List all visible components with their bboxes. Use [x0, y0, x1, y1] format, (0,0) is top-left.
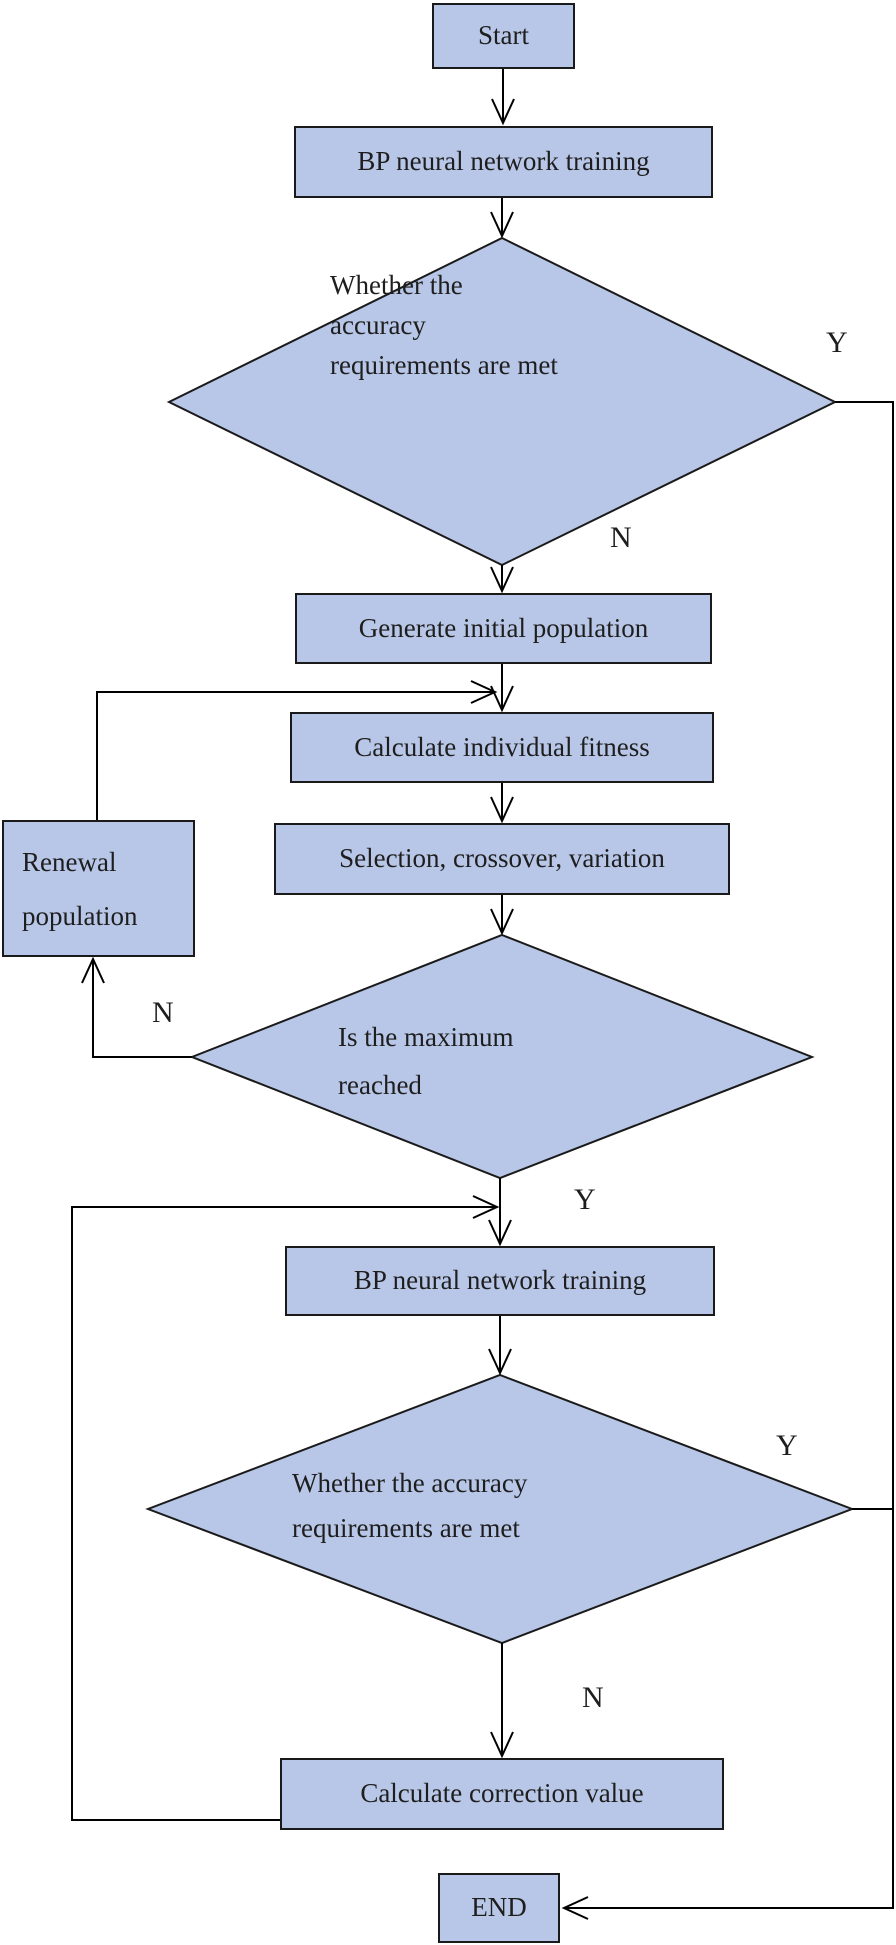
edge-label-accuracy1-yes: Y	[826, 326, 848, 359]
arrowhead-right	[470, 680, 498, 704]
edge-label-accuracy2-yes: Y	[776, 1429, 798, 1462]
node-bp-training-2: BP neural network training	[285, 1246, 715, 1316]
edge-label-accuracy1-no: N	[610, 521, 632, 554]
edge-label-maximum-yes: Y	[574, 1183, 596, 1216]
accuracy-check-1-line-3: requirements are met	[330, 350, 558, 380]
node-calculate-correction: Calculate correction value	[280, 1758, 724, 1830]
accuracy-check-2-line-1: Whether the accuracy	[292, 1468, 528, 1498]
arrowhead-left	[561, 1896, 589, 1920]
arrowhead-down	[490, 908, 514, 936]
decision-accuracy-check-2-label: Whether the accuracy requirements are me…	[292, 1461, 527, 1551]
edge-correction-loop	[71, 1206, 497, 1821]
arrowhead-down	[490, 211, 514, 239]
arrowhead-down	[488, 1348, 512, 1376]
renewal-population-line-2: population	[22, 900, 138, 931]
renewal-population-line-1: Renewal	[22, 846, 117, 877]
edge-label-accuracy2-no: N	[582, 1681, 604, 1714]
node-renewal-population: Renewal population	[2, 820, 195, 957]
node-generate-population: Generate initial population	[295, 593, 712, 664]
accuracy-check-1-line-1: Whether the	[330, 270, 463, 300]
edge-label-maximum-no: N	[152, 996, 174, 1029]
arrowhead-down	[488, 1219, 512, 1247]
node-end: END	[438, 1873, 560, 1943]
edge-renewal-loop	[96, 691, 495, 820]
arrowhead-down	[490, 566, 514, 594]
node-calculate-fitness: Calculate individual fitness	[290, 712, 714, 783]
maximum-check-line-2: reached	[338, 1070, 422, 1100]
decision-maximum-check-label: Is the maximum reached	[338, 1013, 513, 1109]
edge-check2-no-to-renewal	[92, 959, 192, 1058]
arrowhead-down	[491, 98, 515, 126]
maximum-check-line-1: Is the maximum	[338, 1022, 514, 1052]
accuracy-check-1-line-2: accuracy	[330, 310, 426, 340]
arrowhead-right	[472, 1195, 500, 1219]
accuracy-check-2-line-2: requirements are met	[292, 1513, 520, 1543]
arrowhead-up	[81, 956, 105, 984]
node-selection-crossover-variation: Selection, crossover, variation	[274, 823, 730, 895]
arrowhead-down	[490, 685, 514, 713]
arrowhead-down	[490, 1731, 514, 1759]
decision-accuracy-check-1-label: Whether the accuracy requirements are me…	[330, 265, 558, 385]
arrowhead-down	[490, 796, 514, 824]
edge-yes-rail-to-end	[564, 401, 894, 1909]
node-start: Start	[432, 3, 575, 69]
node-bp-training-1: BP neural network training	[294, 126, 713, 198]
